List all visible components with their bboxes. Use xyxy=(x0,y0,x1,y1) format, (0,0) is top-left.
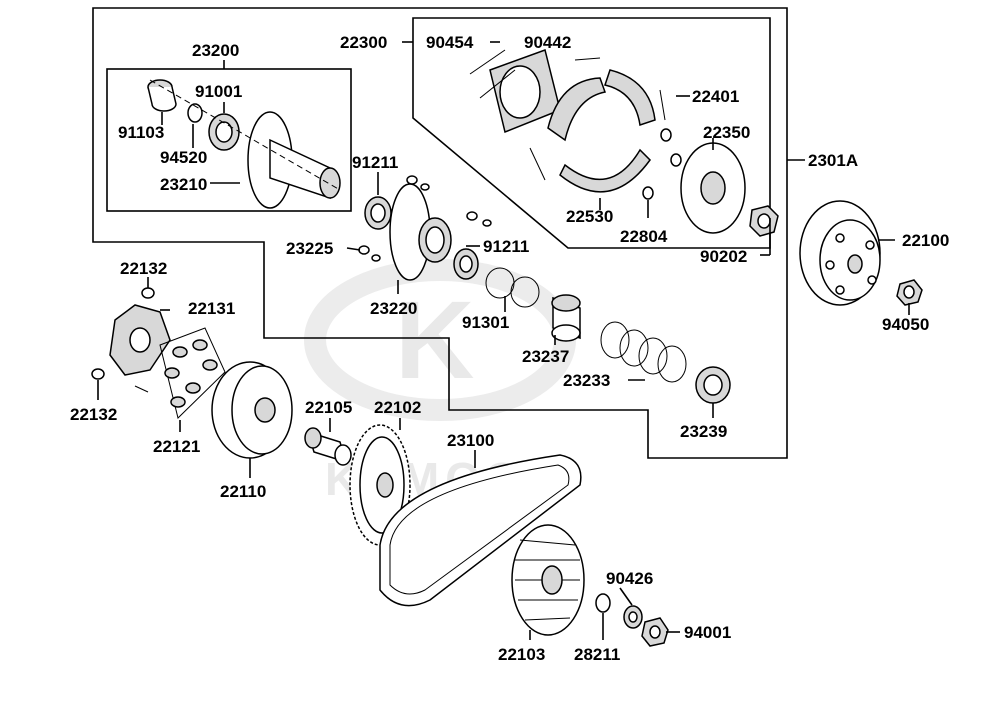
part-label-94520: 94520 xyxy=(160,148,207,167)
washer-90426 xyxy=(623,605,643,629)
watermark-logo-letter: K xyxy=(395,279,474,402)
part-label-23210: 23210 xyxy=(160,175,207,194)
part-label-22530: 22530 xyxy=(566,207,613,226)
clutch-plate-22401 xyxy=(489,49,561,134)
oil-seal-91001 xyxy=(208,113,240,151)
part-label-91301: 91301 xyxy=(462,313,509,332)
pins-23225 xyxy=(358,175,492,262)
clutch-outer-22100 xyxy=(799,200,881,306)
part-label-22132-bottom: 22132 xyxy=(70,405,117,424)
spring-seat-23239 xyxy=(695,366,731,404)
clutch-carrier-22350 xyxy=(680,142,746,234)
part-label-28211: 28211 xyxy=(574,645,620,664)
guides-22132 xyxy=(91,287,155,393)
collars-22804 xyxy=(642,128,682,200)
part-label-23220: 23220 xyxy=(370,299,417,318)
part-label-22102: 22102 xyxy=(374,398,421,417)
group-2301a-outline xyxy=(92,7,788,459)
clutch-shoes-22530 xyxy=(547,69,656,193)
drive-face-fan-22103 xyxy=(511,524,585,636)
driven-face-23220 xyxy=(389,183,452,281)
spring-23233 xyxy=(600,321,687,383)
group-label-23200: 23200 xyxy=(192,41,239,60)
movable-drive-face-22110 xyxy=(211,361,293,459)
springs-90442 xyxy=(469,49,666,181)
group-23200-outline xyxy=(106,68,352,212)
part-label-23237: 23237 xyxy=(522,347,569,366)
collar-22105 xyxy=(304,427,352,466)
sliding-sheave-23210 xyxy=(247,111,341,209)
part-label-90426: 90426 xyxy=(606,569,653,588)
part-label-91001: 91001 xyxy=(195,82,242,101)
part-label-22350: 22350 xyxy=(703,123,750,142)
o-rings-91301 xyxy=(485,267,540,308)
part-label-90454: 90454 xyxy=(426,33,474,52)
starter-gear-22102 xyxy=(349,424,411,546)
part-label-22105: 22105 xyxy=(305,398,352,417)
collar-23237 xyxy=(551,294,581,342)
nut-94050 xyxy=(896,279,923,306)
part-label-22100: 22100 xyxy=(902,231,949,250)
part-label-91103: 91103 xyxy=(118,123,164,142)
v-belt-23100 xyxy=(379,454,582,607)
part-label-22110: 22110 xyxy=(220,482,266,501)
parts xyxy=(91,49,923,647)
needle-bearing-91103 xyxy=(147,79,177,112)
group-outlines xyxy=(92,7,788,459)
group-label-2301a: 2301A xyxy=(808,151,858,170)
part-label-90442: 90442 xyxy=(524,33,571,52)
seal-91211-lower xyxy=(453,248,479,280)
leader-lines xyxy=(97,41,910,640)
part-label-94001: 94001 xyxy=(684,623,731,642)
group-22300-outline xyxy=(412,17,771,249)
part-label-23100: 23100 xyxy=(447,431,494,450)
part-label-23225: 23225 xyxy=(286,239,333,258)
washer-94520 xyxy=(187,103,203,123)
ramp-plate-22131 xyxy=(109,304,171,376)
nut-90202 xyxy=(749,205,779,237)
group-label-22300: 22300 xyxy=(340,33,387,52)
nut-94001 xyxy=(641,617,669,647)
part-label-90202: 90202 xyxy=(700,247,747,266)
part-label-22132-top: 22132 xyxy=(120,259,167,278)
part-label-22131: 22131 xyxy=(188,299,235,318)
seal-91211-upper xyxy=(364,196,392,230)
part-label-91211-upper: 91211 xyxy=(352,153,398,172)
part-label-22103: 22103 xyxy=(498,645,545,664)
part-label-23233: 23233 xyxy=(563,371,610,390)
part-label-23239: 23239 xyxy=(680,422,727,441)
washer-28211 xyxy=(595,593,611,613)
part-label-22121: 22121 xyxy=(153,437,200,456)
part-label-94050: 94050 xyxy=(882,315,929,334)
rollers-22121 xyxy=(159,327,226,419)
part-label-22401: 22401 xyxy=(692,87,739,106)
part-labels: 23200 22300 2301A 91001 91103 94520 2321… xyxy=(70,33,949,664)
part-label-91211-lower: 91211 xyxy=(483,237,529,256)
axis-line xyxy=(149,79,341,191)
part-label-22804: 22804 xyxy=(620,227,668,246)
